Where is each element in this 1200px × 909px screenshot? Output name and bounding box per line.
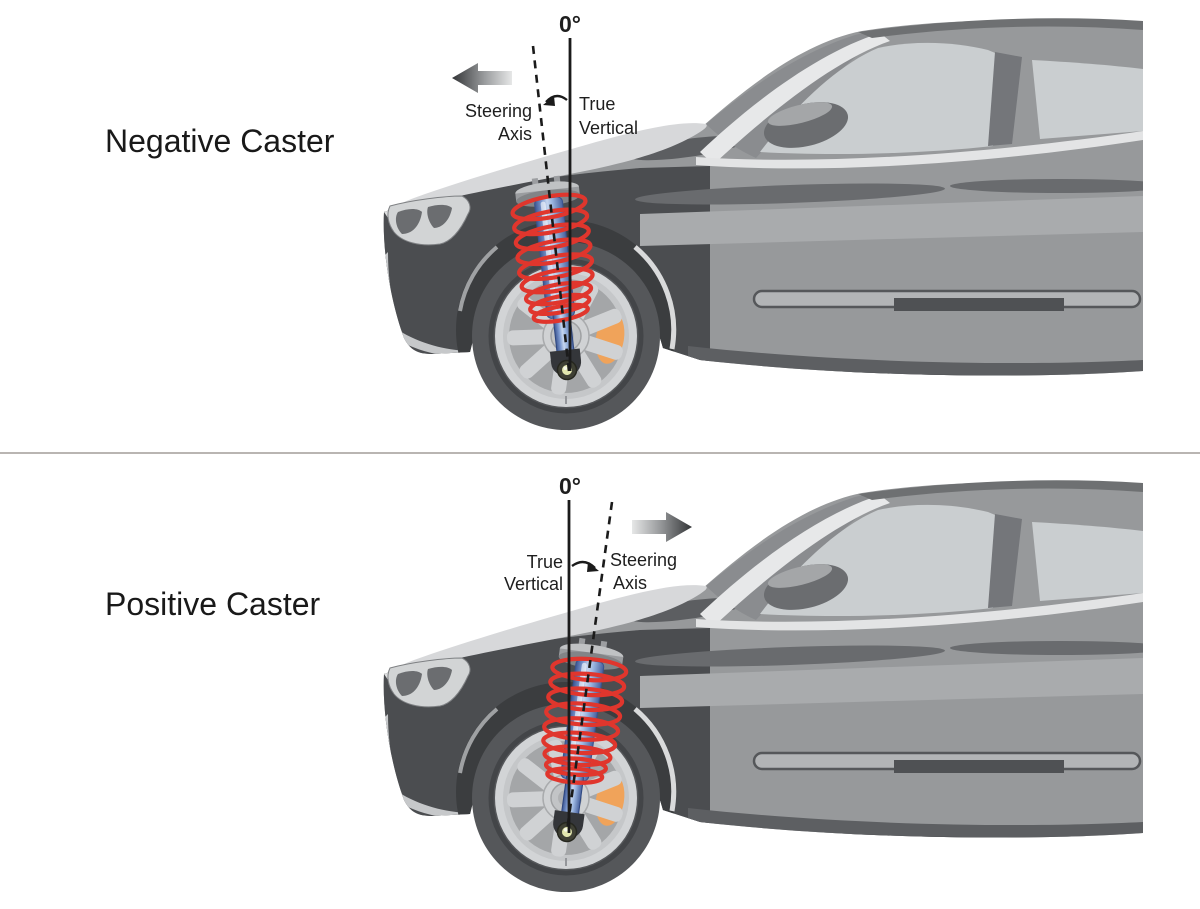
svg-text:True: True: [579, 94, 615, 114]
panel-title: Positive Caster: [105, 586, 321, 622]
panel-negative-caster: Negative Caster 0° Steering Axis True Ve…: [105, 11, 1200, 452]
steering-axis-line: [531, 45, 571, 372]
angle-arc-arrow-icon: [545, 94, 568, 103]
angle-arc-arrowhead: [543, 96, 555, 106]
svg-text:Vertical: Vertical: [504, 574, 563, 594]
true-vertical-label: True Vertical: [579, 94, 638, 138]
zero-degree-label: 0°: [559, 11, 581, 37]
svg-text:True: True: [527, 552, 563, 572]
zero-degree-label: 0°: [559, 473, 581, 499]
angle-arc-arrowhead: [587, 562, 599, 572]
direction-arrow-right-icon: [632, 512, 692, 542]
panel-positive-caster: Positive Caster 0° True Vertical Steerin…: [105, 473, 1200, 909]
steering-axis-line: [565, 501, 614, 832]
svg-text:Vertical: Vertical: [579, 118, 638, 138]
svg-text:Axis: Axis: [613, 573, 647, 593]
car-illustration-use: [378, 480, 1170, 902]
true-vertical-label: True Vertical: [504, 552, 563, 594]
steering-axis-label: Steering Axis: [610, 550, 677, 593]
panel-divider: [0, 452, 1200, 454]
panel-title: Negative Caster: [105, 123, 335, 159]
svg-text:Steering: Steering: [610, 550, 677, 570]
svg-text:Steering: Steering: [465, 101, 532, 121]
steering-axis-label: Steering Axis: [465, 101, 532, 144]
direction-arrow-left-icon: [452, 63, 512, 93]
svg-text:Axis: Axis: [498, 124, 532, 144]
